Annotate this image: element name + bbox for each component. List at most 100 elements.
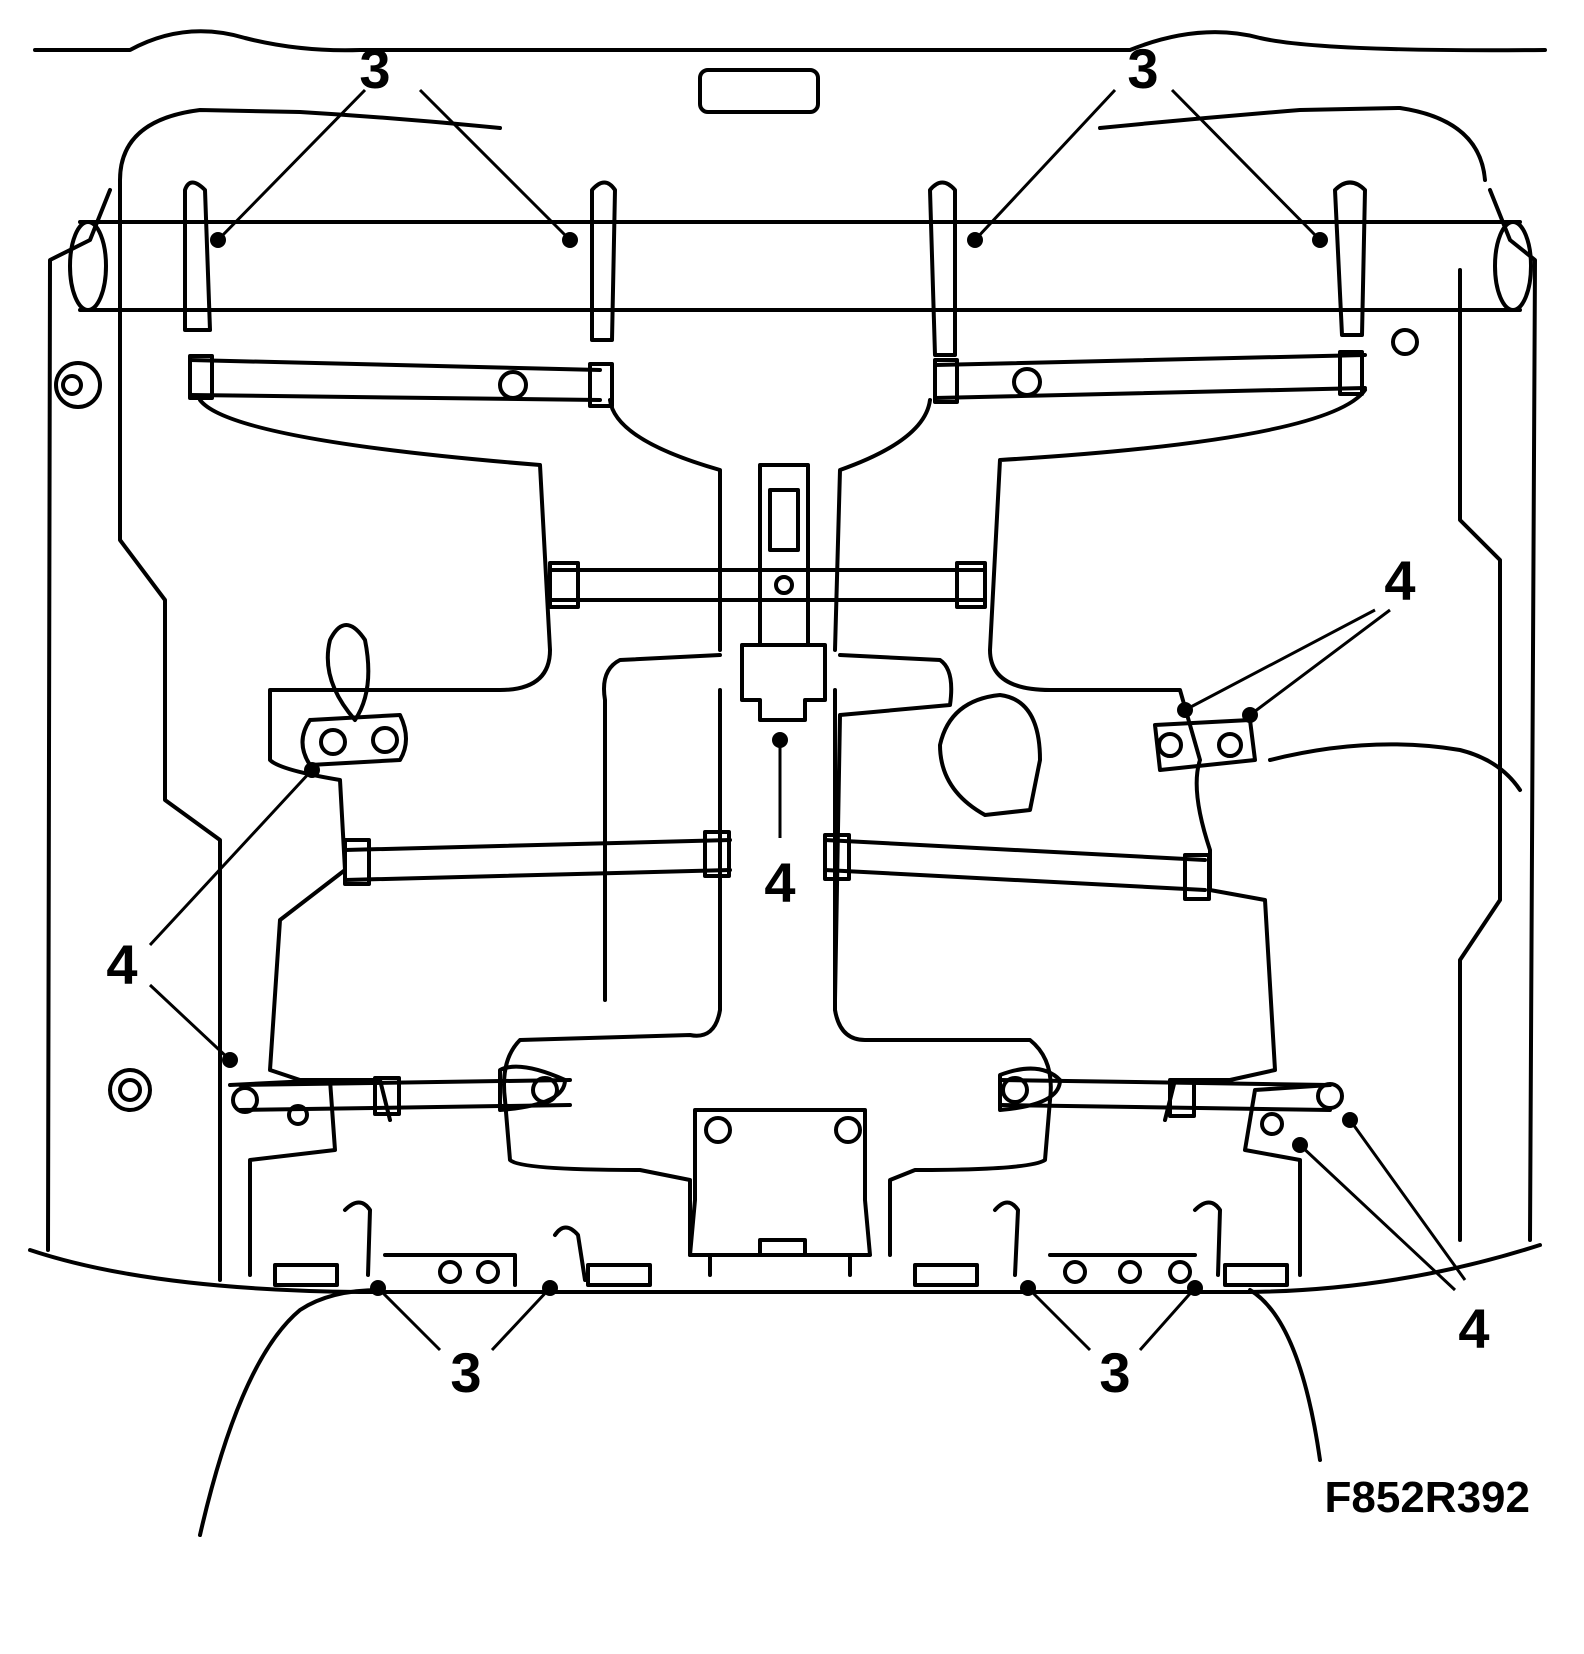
lower-hole-right (1001, 1076, 1029, 1104)
left-upper-bracket-hole2 (371, 726, 399, 754)
lower-right-bracket-hole2 (1260, 1112, 1284, 1136)
leader-4-left-b (148, 983, 232, 1062)
right-upper-bracket (1153, 718, 1257, 772)
wire-loop-left-center (502, 398, 722, 1257)
wire-loop-center-left (602, 653, 722, 1002)
callout-3-top-right: 3 (1127, 37, 1158, 100)
hook-top-3 (928, 180, 957, 357)
center-mount-teeth (708, 1238, 852, 1277)
bottom-slot-1 (273, 1263, 339, 1287)
upper-strap-clip-r (955, 561, 987, 609)
middle-strap-clip-r1 (823, 833, 851, 881)
hole-upper-left (498, 370, 528, 400)
left-bolt-inner (61, 374, 83, 396)
left-frame-outline (46, 108, 502, 1252)
bottom-hook-2 (553, 1225, 587, 1282)
leader-3-bl-b (490, 1286, 552, 1352)
dot-3-tr-a (967, 232, 983, 248)
lower-left-bracket (228, 1078, 337, 1277)
bottom-hook-4 (1193, 1200, 1222, 1277)
tube-end-right (1493, 220, 1533, 312)
callout-3-bottom-left: 3 (450, 1341, 481, 1404)
leader-4-left-a (148, 768, 314, 947)
middle-strap-right (823, 838, 1207, 892)
clip-upper-4 (1338, 350, 1364, 396)
center-connector-plug (740, 643, 827, 722)
callout-4-lower-right: 4 (1458, 1297, 1489, 1360)
left-loop-wire (325, 623, 371, 722)
leader-4-ur-a (1184, 608, 1376, 712)
callout-4-left: 4 (106, 933, 137, 996)
lower-hook-left (498, 1064, 567, 1112)
callout-4-center: 4 (764, 851, 795, 914)
dot-4-lr-a (1292, 1137, 1308, 1153)
lower-right-bracket (1243, 1083, 1332, 1277)
lower-left-bracket-hole2 (287, 1104, 309, 1126)
lower-left-bracket-hole (231, 1086, 259, 1114)
bottom-hook-3 (993, 1200, 1020, 1277)
seat-cushion-outline (198, 1288, 1322, 1537)
bottom-plate-left-hole2 (476, 1260, 500, 1284)
middle-strap-clip-l1 (343, 838, 371, 886)
upper-strap-clip-l (548, 561, 580, 609)
lower-right-bracket-hole (1316, 1082, 1344, 1110)
figure-reference-code: F852R392 (1325, 1473, 1530, 1522)
center-mount-hole-l (704, 1116, 732, 1144)
dot-3-tl-b (562, 232, 578, 248)
leader-4-ur-b (1249, 608, 1391, 717)
middle-strap-clip-l2 (703, 830, 731, 878)
connector-plug-right (938, 693, 1042, 817)
bottom-frame-line (28, 1243, 1542, 1294)
lower-clip-r1 (1168, 1078, 1196, 1118)
lower-hook-right (998, 1066, 1062, 1112)
left-frame-inner (118, 178, 222, 1282)
dot-4-left-a (304, 762, 320, 778)
leader-3-bl-a (376, 1286, 442, 1352)
lower-bar-right (998, 1078, 1332, 1112)
leader-3-br-b (1138, 1287, 1197, 1351)
dot-4-center (772, 732, 788, 748)
dot-3-br-a (1020, 1280, 1036, 1296)
dot-4-left-b (222, 1052, 238, 1068)
wire-loop-right (988, 388, 1367, 1122)
right-upper-bracket-hole2 (1217, 732, 1243, 758)
tube-end-left (68, 220, 108, 312)
wire-loop-left (198, 398, 552, 1122)
top-slot (698, 68, 820, 114)
leader-4-lr-a (1298, 1143, 1457, 1292)
bottom-plate-left (383, 1253, 517, 1287)
left-upper-bracket-hole1 (319, 728, 347, 756)
clip-upper-3 (933, 358, 959, 404)
cross-tube (78, 220, 1522, 312)
leader-3-tr-b (1170, 88, 1322, 242)
callout-4-upper-right: 4 (1384, 549, 1415, 612)
dot-4-lr-b (1342, 1112, 1358, 1128)
clip-upper-1 (188, 354, 214, 400)
leader-4-lr-b (1348, 1119, 1467, 1281)
dot-3-bl-a (370, 1280, 386, 1296)
wire-loop-center-right (833, 653, 954, 1002)
dot-3-br-b (1187, 1280, 1203, 1296)
left-side-bolt-inner (118, 1078, 142, 1102)
center-mount-hole-r (834, 1116, 862, 1144)
callout-3-top-left: 3 (359, 37, 390, 100)
dot-4-ur-b (1242, 707, 1258, 723)
left-side-bolt (108, 1068, 152, 1112)
leader-3-tr-a (973, 88, 1117, 242)
bottom-plate-right-hole3 (1168, 1260, 1192, 1284)
left-upper-bracket (300, 713, 408, 767)
hook-top-2 (590, 180, 617, 342)
center-connector-hole (774, 575, 794, 595)
left-bolt (54, 361, 102, 409)
right-upper-bracket-hole1 (1157, 732, 1183, 758)
leader-3-tl-a (216, 88, 367, 242)
right-frame-outline (1098, 106, 1537, 1242)
dot-3-tr-b (1312, 232, 1328, 248)
right-side-cable (1268, 742, 1522, 792)
hook-top-4 (1333, 180, 1367, 337)
right-frame-inner (1458, 268, 1502, 1242)
center-connector-slot (768, 488, 800, 552)
bottom-slot-2 (586, 1263, 652, 1287)
clip-upper-2 (588, 362, 614, 408)
middle-strap-left (343, 838, 732, 882)
